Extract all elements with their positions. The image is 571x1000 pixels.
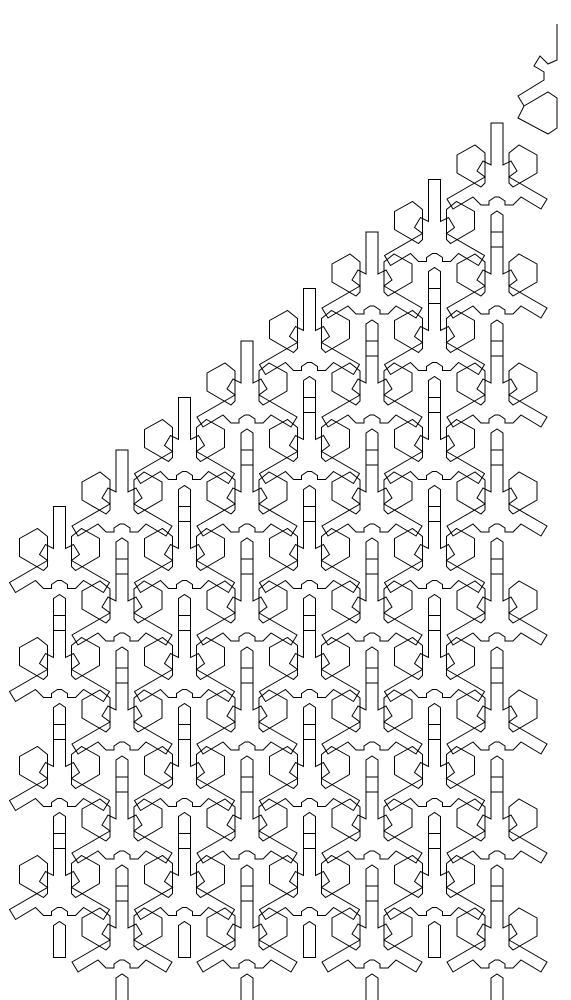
- star-motif-offset: [259, 288, 360, 413]
- star-motif-offset: [384, 288, 485, 413]
- star-motif-offset: [384, 833, 485, 958]
- star-motif-offset: [259, 397, 360, 522]
- star-motif-offset: [259, 833, 360, 958]
- star-motif: [446, 558, 548, 684]
- star-motif: [321, 231, 423, 357]
- star-motif: [321, 776, 423, 902]
- star-motif-offset: [384, 397, 485, 522]
- star-motif-offset: [9, 615, 110, 740]
- star-motif-offset: [259, 506, 360, 631]
- star-motif-offset: [134, 397, 235, 522]
- star-motif: [446, 449, 548, 575]
- star-motif: [196, 667, 298, 793]
- star-motif-offset: [384, 724, 485, 849]
- star-motif-offset: [134, 833, 235, 958]
- star-motif: [446, 776, 548, 902]
- star-motif: [446, 885, 548, 1000]
- star-motif-offset: [134, 506, 235, 631]
- star-motif: [71, 667, 173, 793]
- star-motif-offset: [9, 506, 110, 631]
- star-motif-offset: [384, 506, 485, 631]
- star-motif-offset: [9, 724, 110, 849]
- star-motif: [446, 122, 548, 248]
- star-motif: [71, 558, 173, 684]
- star-motif: [446, 667, 548, 793]
- star-motif-offset: [259, 724, 360, 849]
- star-motif: [321, 885, 423, 1000]
- star-motif-offset: [384, 179, 485, 304]
- star-motif: [196, 776, 298, 902]
- star-motif-offset: [134, 615, 235, 740]
- star-motif: [71, 776, 173, 902]
- tessellation-tiles: [9, 122, 548, 1000]
- star-motif: [196, 449, 298, 575]
- star-motif: [196, 558, 298, 684]
- star-motif-offset: [134, 724, 235, 849]
- star-motif: [321, 449, 423, 575]
- star-motif: [321, 340, 423, 466]
- star-motif: [196, 340, 298, 466]
- star-motif: [196, 885, 298, 1000]
- star-motif: [321, 667, 423, 793]
- star-motif: [71, 449, 173, 575]
- star-motif-offset: [9, 833, 110, 958]
- star-motif: [446, 231, 548, 357]
- star-motif-offset: [384, 615, 485, 740]
- right-edge-line: [517, 24, 558, 135]
- star-motif: [446, 340, 548, 466]
- star-motif: [71, 885, 173, 1000]
- star-motif-offset: [259, 615, 360, 740]
- star-motif: [321, 558, 423, 684]
